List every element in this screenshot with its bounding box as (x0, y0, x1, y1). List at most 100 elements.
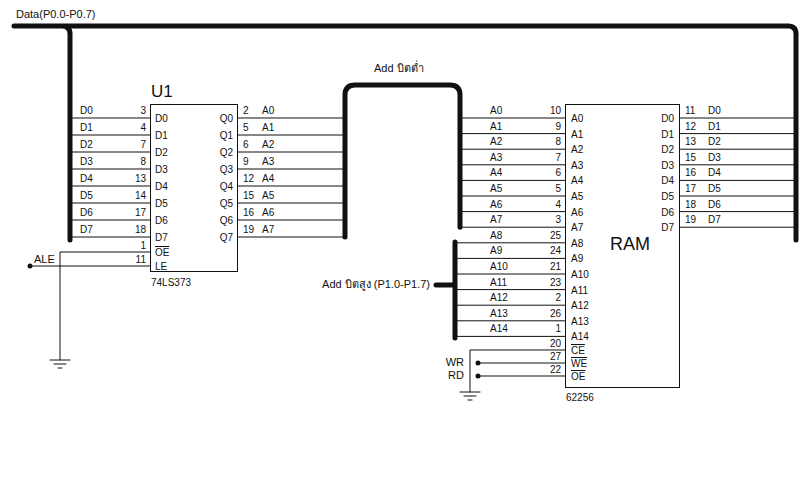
net-label: A6 (262, 207, 274, 219)
pin-number: 4 (555, 199, 561, 211)
pin-number: 14 (135, 190, 146, 202)
pin-number: 17 (135, 207, 146, 219)
pin-number: 27 (550, 351, 561, 363)
net-label: A5 (262, 190, 274, 202)
net-label: D7 (80, 224, 93, 236)
ic-chip: A0A1A2A3A4A5A6A7A8A9A10A11A12A13A14CEWEO… (565, 104, 680, 388)
net-label: A13 (490, 308, 508, 320)
pin-number: 7 (140, 139, 146, 151)
pin-name: A5 (571, 191, 583, 203)
pin-name: A4 (571, 175, 583, 187)
net-label: A4 (262, 173, 274, 185)
pin-number: 19 (685, 214, 696, 226)
net-label: A1 (490, 121, 502, 133)
terminal-dots (28, 264, 481, 379)
pin-name: CE (571, 345, 585, 357)
pin-number: 3 (140, 105, 146, 117)
pin-number: 16 (685, 167, 696, 179)
pin-name: A9 (571, 253, 583, 265)
pin-number: 8 (140, 156, 146, 168)
net-label: D6 (708, 199, 721, 211)
pin-name: OE (155, 247, 169, 259)
pin-number: 18 (135, 224, 146, 236)
pin-name: A11 (571, 285, 588, 297)
pin-number: 5 (243, 122, 249, 134)
pin-name: A8 (571, 238, 583, 250)
pin-name: A2 (571, 144, 583, 156)
pin-number: 9 (243, 156, 249, 168)
pin-name: D6 (155, 215, 168, 227)
net-label: D5 (80, 190, 93, 202)
pin-number: 13 (135, 173, 146, 185)
pin-number: 19 (243, 224, 254, 236)
pin-number: 16 (243, 207, 254, 219)
net-label: D1 (80, 122, 93, 134)
pin-name: Q6 (220, 215, 233, 227)
net-label: D4 (80, 173, 93, 185)
net-label: D6 (80, 207, 93, 219)
pin-number: 26 (550, 308, 561, 320)
pin-number: 15 (685, 152, 696, 164)
pin-number: 7 (555, 152, 561, 164)
pin-number: 11 (136, 254, 146, 266)
pin-name: A0 (571, 113, 583, 125)
pin-name: D0 (661, 113, 674, 125)
pin-name: Q7 (220, 232, 233, 244)
pin-number: 17 (685, 183, 696, 195)
pin-name: D7 (155, 232, 168, 244)
pin-name: A10 (571, 269, 589, 281)
net-label: D7 (708, 214, 721, 226)
net-label: A3 (262, 156, 274, 168)
net-label: A3 (490, 152, 502, 164)
address-bus (238, 85, 565, 237)
pin-name: D2 (661, 144, 674, 156)
pin-name: D4 (661, 175, 674, 187)
pin-name: A12 (571, 300, 589, 312)
net-label: D5 (708, 183, 721, 195)
pin-name: D1 (661, 129, 674, 141)
pin-number: 2 (555, 292, 561, 304)
net-label: A14 (490, 323, 508, 335)
bus-label: Data(P0.0-P0.7) (16, 8, 95, 20)
pin-name: D5 (155, 198, 168, 210)
pin-wires (30, 118, 796, 400)
net-label: D2 (80, 139, 93, 151)
net-label: A9 (490, 245, 502, 257)
net-label: D3 (708, 152, 721, 164)
net-label: A7 (490, 214, 502, 226)
pin-name: Q1 (220, 130, 233, 142)
net-label: A7 (262, 224, 274, 236)
pin-name: Q5 (220, 198, 233, 210)
net-label: A5 (490, 183, 502, 195)
pin-number: 12 (685, 121, 696, 133)
signal-label: ALE (34, 253, 55, 265)
net-label: A11 (490, 277, 507, 289)
part-number: 74LS373 (151, 277, 191, 289)
pin-number: 8 (555, 136, 561, 148)
pin-name: Q2 (220, 147, 233, 159)
pin-name: D3 (155, 164, 168, 176)
pin-name: A14 (571, 331, 589, 343)
pin-number: 1 (555, 323, 561, 335)
pin-number: 21 (550, 261, 561, 273)
bus-label: Add บิตสูง (P1.0-P1.7) (322, 278, 430, 290)
pin-number: 3 (555, 214, 561, 226)
pin-number: 11 (685, 105, 695, 117)
pin-number: 9 (555, 121, 561, 133)
pin-name: Q4 (220, 181, 233, 193)
pin-number: 23 (550, 277, 561, 289)
high-address-bus (436, 242, 455, 338)
pin-number: 13 (685, 136, 696, 148)
net-label: D0 (80, 105, 93, 117)
net-label: D3 (80, 156, 93, 168)
pin-name: Q3 (220, 164, 233, 176)
net-label: D4 (708, 167, 721, 179)
pin-name: D0 (155, 113, 168, 125)
pin-name: A3 (571, 160, 583, 172)
net-label: A10 (490, 261, 508, 273)
pin-name: D5 (661, 191, 674, 203)
bus-label: Add บิตต่ำ (372, 62, 426, 74)
net-label: A2 (490, 136, 502, 148)
